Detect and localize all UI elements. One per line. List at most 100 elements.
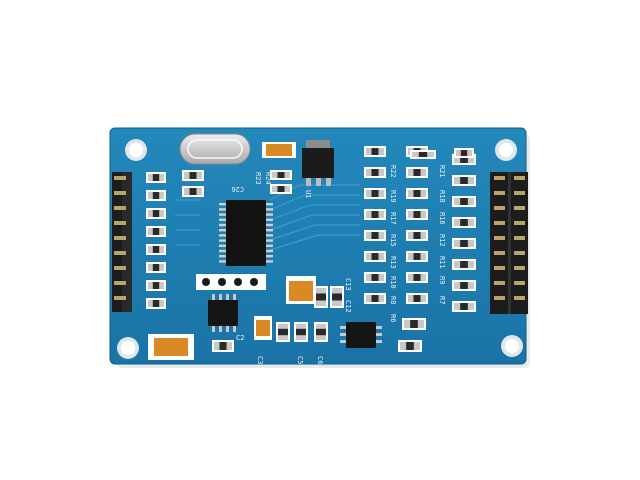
- mounting-hole-bottom-right: [501, 335, 523, 357]
- voltage-regulator: [302, 140, 334, 186]
- smd-part: [270, 170, 292, 180]
- header-pin: [494, 296, 505, 300]
- smd-part: [146, 172, 166, 183]
- header-pin: [514, 296, 525, 300]
- header-pin: [514, 251, 525, 255]
- smd-part: [146, 262, 166, 273]
- ic-pin: [266, 239, 273, 242]
- smd-part: [406, 251, 428, 262]
- header-pin: [114, 266, 126, 270]
- header-pin: [494, 221, 505, 225]
- smd-part: [452, 196, 476, 207]
- header-pin: [514, 266, 525, 270]
- ic-pin: [266, 229, 273, 232]
- main-ic-chip: [226, 200, 266, 266]
- tantalum-capacitor-small: [254, 316, 272, 340]
- smd-part: [182, 170, 204, 181]
- ic-pin: [219, 218, 226, 221]
- ic-pin: [219, 260, 226, 263]
- label-r7: R7: [438, 296, 446, 304]
- smd-part: [364, 146, 386, 157]
- header-pin: [514, 206, 525, 210]
- smd-part: [406, 272, 428, 283]
- smd-part: [406, 293, 428, 304]
- label-u1: U1: [304, 190, 312, 198]
- label-r10: R10: [389, 276, 397, 289]
- smd-part: [402, 318, 426, 330]
- label-r12: R12: [438, 234, 446, 247]
- header-pin: [114, 296, 126, 300]
- tantalum-capacitor-top: [262, 142, 296, 158]
- header-pin: [514, 281, 525, 285]
- smd-part: [146, 244, 166, 255]
- ic-pin: [219, 223, 226, 227]
- header-pin: [494, 266, 505, 270]
- header-pin: [114, 176, 126, 180]
- ic-pin: [219, 239, 226, 242]
- smd-part: [364, 188, 386, 199]
- smd-part: [406, 230, 428, 241]
- header-pins: [114, 176, 525, 300]
- smd-part: [276, 322, 290, 342]
- smd-part: [294, 322, 308, 342]
- label-c2: C2: [236, 334, 244, 342]
- smd-part: [364, 230, 386, 241]
- ic-pin: [266, 208, 273, 211]
- label-r23: R23: [254, 172, 262, 185]
- smd-part: [364, 167, 386, 178]
- pcb-traces: [175, 184, 360, 251]
- header-pin: [494, 206, 505, 210]
- label-r6: R6: [389, 314, 397, 322]
- main-ic-pins: [219, 203, 273, 263]
- ic-pin: [219, 234, 226, 237]
- label-r19: R19: [389, 190, 397, 203]
- ic-pin: [266, 234, 273, 237]
- label-r9: R9: [438, 276, 446, 284]
- label-r18: R18: [438, 190, 446, 203]
- ic-pin: [266, 223, 273, 227]
- label-r11: R11: [438, 256, 446, 269]
- mounting-hole-bottom-left: [117, 337, 139, 359]
- label-r24: R24: [264, 172, 272, 185]
- ic-pin: [219, 244, 226, 247]
- ic-pin: [219, 213, 226, 216]
- ic-pin: [266, 218, 273, 221]
- header-pin: [114, 251, 126, 255]
- smd-part: [452, 175, 476, 186]
- label-r13: R13: [389, 256, 397, 269]
- label-c13: C13: [344, 278, 352, 291]
- label-r21: R21: [438, 165, 446, 178]
- right-pin-header: [490, 172, 528, 314]
- smd-part: [212, 340, 234, 352]
- ic-pin: [219, 229, 226, 232]
- soic8-chip-left: [208, 294, 238, 332]
- smd-part: [146, 190, 166, 201]
- smd-part: [452, 280, 476, 291]
- smd-part: [146, 280, 166, 291]
- smd-part: [406, 188, 428, 199]
- smd-part: [146, 208, 166, 219]
- tantalum-capacitor-middle: [286, 276, 316, 304]
- header-pin: [494, 281, 505, 285]
- ic-pin: [266, 260, 273, 263]
- label-r15: R15: [389, 234, 397, 247]
- smd-part: [364, 272, 386, 283]
- smd-part: [452, 217, 476, 228]
- ic-pin: [219, 208, 226, 211]
- label-r16: R16: [438, 212, 446, 225]
- smd-part: [314, 322, 328, 342]
- ic-pin: [219, 249, 226, 253]
- header-pin: [494, 176, 505, 180]
- smd-part: [452, 238, 476, 249]
- label-c26: C26: [231, 185, 244, 193]
- smd-part: [314, 286, 328, 308]
- label-c3: C3: [256, 356, 264, 364]
- mounting-hole-top-right: [495, 139, 517, 161]
- label-r8: R8: [389, 296, 397, 304]
- label-c5: C5: [296, 356, 304, 364]
- ic-pin: [219, 255, 226, 258]
- header-pin: [494, 251, 505, 255]
- smd-part: [398, 340, 422, 352]
